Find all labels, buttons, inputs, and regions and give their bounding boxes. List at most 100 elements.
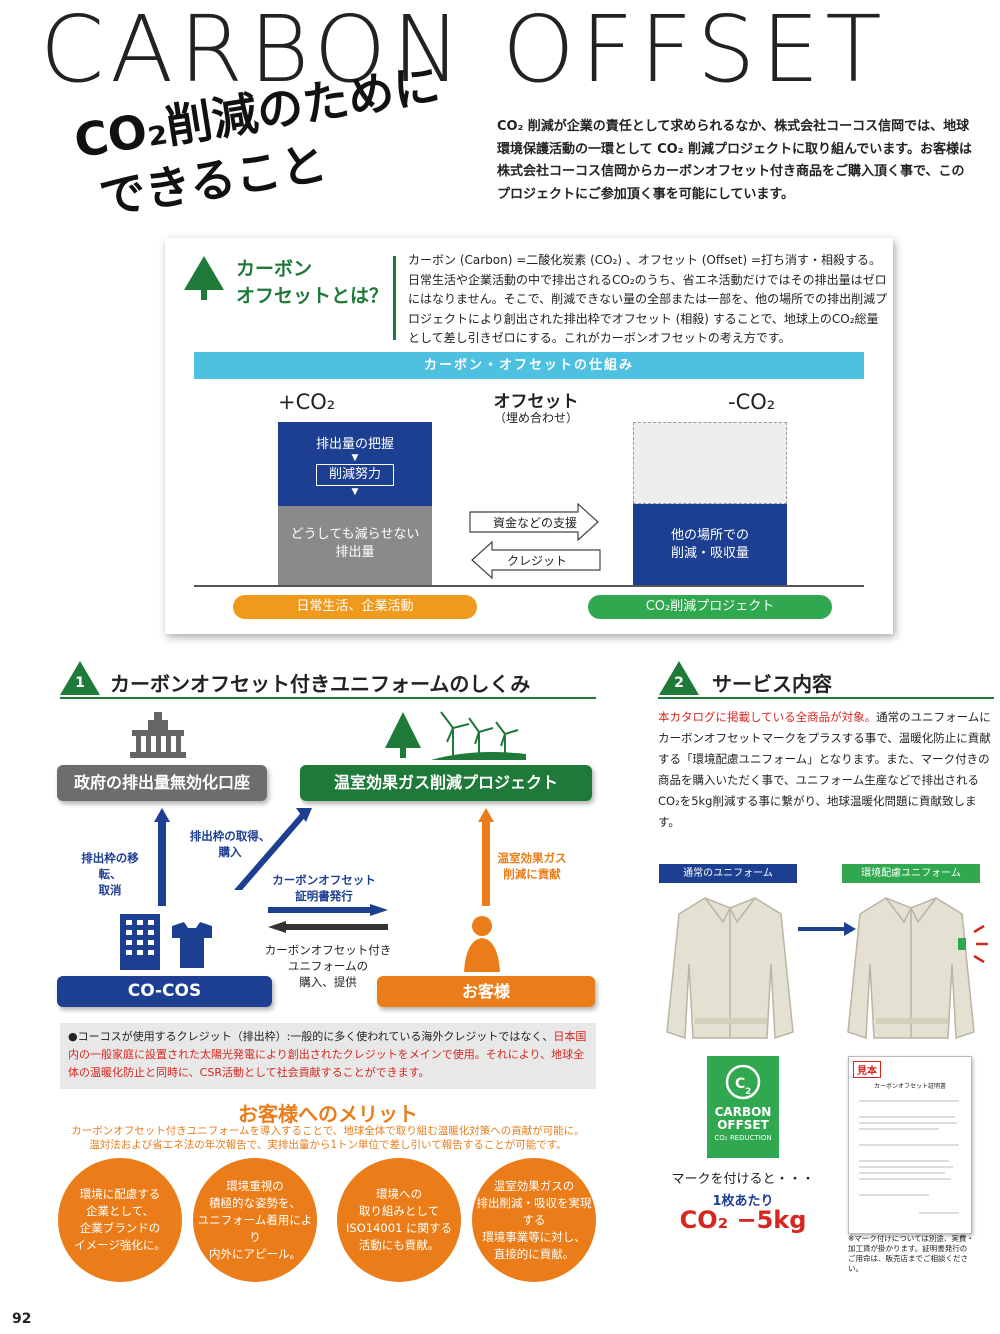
certificate-note: ※マーク付けについては別途、実費・加工賃が掛かります。証明書発行のご用命は、販売… — [848, 1234, 974, 1273]
logo-reduction: CO₂ REDUCTION — [714, 1134, 772, 1142]
svg-text:C: C — [735, 1076, 745, 1092]
arrow-down-icon: ▼ — [351, 487, 359, 497]
section-1-badge — [60, 661, 100, 695]
service-body: 通常のユニフォームにカーボンオフセットマークをプラスする事で、温暖化防止に貢献す… — [658, 710, 991, 829]
co2-reduction-text: CO₂ −5kg — [679, 1206, 807, 1234]
shirt-icon — [172, 922, 212, 968]
certificate-sample: 見本 カーボンオフセット証明書 — [848, 1056, 972, 1234]
merit-1-line-4: イメージ強化に。 — [74, 1238, 166, 1252]
tag-eco-uniform: 環境配慮ユニフォーム — [842, 864, 980, 883]
merit-circle-2: 環境重視の 積極的な姿勢を、 ユニフォーム着用により 内外にアピール。 — [193, 1158, 317, 1282]
mark-text: マークを付けると・・・ — [671, 1172, 815, 1187]
what-is-heading-line-1: カーボン — [236, 258, 313, 280]
credit-note-highlight: 日本国内の一般家庭に設置された太陽光発電により創出されたクレジットをメインで使用… — [68, 1030, 587, 1079]
merit-1-line-2: 企業として、 — [85, 1204, 155, 1218]
divider — [393, 256, 396, 340]
logo-offset: OFFSET — [717, 1118, 769, 1132]
arrow-left-icon — [471, 540, 601, 580]
purchase-label-line-1: カーボンオフセット付き — [264, 943, 392, 957]
per-item-text: 1枚あたり — [712, 1194, 774, 1209]
tag-normal-uniform: 通常のユニフォーム — [659, 864, 797, 883]
arrow-down-icon: ▼ — [351, 453, 359, 463]
project-pill: CO₂削減プロジェクト — [588, 595, 832, 619]
merit-text-line-2: 温対法および省エネ法の年次報告で、実排出量から1トン単位で差し引いて報告すること… — [89, 1139, 567, 1151]
service-highlight: 本カタログに掲載している全商品が対象。 — [658, 710, 877, 724]
what-is-text: カーボン (Carbon) =二酸化炭素 (CO₂) 、オフセット (Offse… — [408, 253, 888, 345]
acquire-label-line-2: 購入 — [218, 845, 242, 859]
merit-title: お客様へのメリット — [238, 1102, 418, 1126]
certificate-label-line-2: 証明書発行 — [295, 889, 353, 903]
minus-co2-label: -CO₂ — [728, 390, 776, 414]
page-number: 92 — [12, 1311, 32, 1327]
merit-2-line-2: 積極的な姿勢を、 — [209, 1195, 301, 1210]
certificate-title: カーボンオフセット証明書 — [873, 1083, 946, 1090]
merit-circle-4: 温室効果ガスの 排出削減・吸収を実現する 環境事業等に対し、 直接的に貢献。 — [472, 1158, 596, 1282]
intro-text: CO₂ 削減が企業の責任として求められるなか、株式会社コーコス信岡では、地球環境… — [497, 119, 972, 202]
jacket-normal-image — [666, 897, 794, 1040]
step-reduce: 削減努力 — [316, 464, 394, 486]
cocos-box: CO-COS — [57, 976, 272, 1007]
sample-stamp: 見本 — [853, 1061, 881, 1078]
merit-2-line-3: ユニフォーム着用により — [197, 1212, 313, 1244]
support-label: 資金などの支援 — [492, 516, 577, 530]
contribute-label-line-1: 温室効果ガス — [497, 851, 567, 865]
flow-arrows — [154, 808, 494, 906]
ghg-project-box: 温室効果ガス削減プロジェクト — [300, 765, 592, 801]
merit-2-line-1: 環境重視の — [226, 1178, 284, 1193]
section-2-badge — [659, 661, 699, 695]
merit-circle-1: 環境に配慮する 企業として、 企業ブランドの イメージ強化に。 — [58, 1158, 182, 1282]
merit-1-line-1: 環境に配慮する — [79, 1187, 161, 1201]
transfer-label-line-1: 排出枠の移転、 — [81, 851, 139, 881]
merit-4-line-1: 温室効果ガスの — [493, 1178, 575, 1193]
offset-sub-label: （埋め合わせ） — [493, 411, 578, 425]
person-icon — [464, 916, 500, 972]
arrow-right-icon — [469, 502, 599, 542]
section-2-title: サービス内容 — [712, 672, 832, 696]
government-account-box: 政府の排出量無効化口座 — [57, 765, 267, 801]
jacket-eco-image — [847, 897, 988, 1040]
purchase-label: カーボンオフセット付き ユニフォームの 購入、提供 — [250, 942, 406, 990]
contribute-label: 温室効果ガス 削減に貢献 — [494, 850, 570, 882]
credit-label: クレジット — [506, 554, 567, 568]
certificate-label: カーボンオフセット 証明書発行 — [264, 872, 384, 904]
svg-text:2: 2 — [745, 1087, 751, 1097]
certificate-label-line-1: カーボンオフセット — [272, 873, 376, 887]
section-1-title: カーボンオフセット付きユニフォームのしくみ — [110, 672, 531, 696]
baseline — [194, 585, 864, 587]
office-building-icon — [120, 914, 212, 970]
page-title: CARBON OFFSET — [40, 0, 888, 103]
merit-text: カーボンオフセット付きユニフォームを導入することで、地球全体で取り組む温暖化対策… — [60, 1124, 596, 1152]
section-2-number: 2 — [674, 675, 684, 691]
unavoidable-line-2: 排出量 — [335, 545, 375, 560]
merit-4-line-3: 環境事業等に対し、 — [482, 1229, 586, 1244]
what-is-heading: カーボン オフセットとは？ — [236, 256, 388, 310]
transfer-label-line-2: 取消 — [98, 883, 122, 897]
section-1-rule — [60, 697, 596, 699]
step-measure: 排出量の把握 — [315, 437, 394, 452]
carbon-offset-logo: C 2 CARBON OFFSET CO₂ REDUCTION — [707, 1056, 779, 1158]
elsewhere-line-1: 他の場所での — [670, 528, 749, 543]
service-text: 本カタログに掲載している全商品が対象。通常のユニフォームにカーボンオフセットマー… — [658, 707, 998, 833]
customer-box: お客様 — [377, 976, 595, 1007]
exchange-arrows — [469, 502, 601, 580]
logo-carbon: CARBON — [714, 1105, 772, 1119]
merit-4-line-4: 直接的に貢献。 — [493, 1246, 575, 1261]
acquire-label: 排出枠の取得、 購入 — [186, 828, 274, 860]
contribute-label-line-2: 削減に貢献 — [503, 867, 561, 881]
credit-note-text: ●コーコスが使用するクレジット（排出枠）:一般的に多く使われている海外クレジット… — [68, 1030, 554, 1043]
section-1-number: 1 — [75, 675, 85, 691]
merit-1-line-3: 企業ブランドの — [79, 1221, 161, 1235]
merit-circle-3: 環境への 取り組みとして ISO14001 に関する 活動にも貢献。 — [337, 1158, 461, 1282]
merit-2-line-4: 内外にアピール。 — [209, 1246, 301, 1261]
offset-mark-patch — [958, 938, 966, 950]
horizontal-arrows — [268, 904, 388, 933]
elsewhere-block: 他の場所での 削減・吸収量 — [633, 504, 787, 585]
transfer-label: 排出枠の移転、 取消 — [72, 850, 148, 898]
elsewhere-line-2: 削減・吸収量 — [670, 546, 749, 561]
what-is-heading-line-2: オフセットとは？ — [236, 285, 389, 307]
offset-label: オフセット — [493, 392, 579, 412]
purchase-label-line-3: 購入、提供 — [299, 975, 357, 989]
offset-placeholder-block — [633, 422, 787, 504]
merit-3-line-3: ISO14001 に関する — [346, 1221, 452, 1235]
emission-block: 排出量の把握 ▼ 削減努力 ▼ — [278, 422, 432, 506]
